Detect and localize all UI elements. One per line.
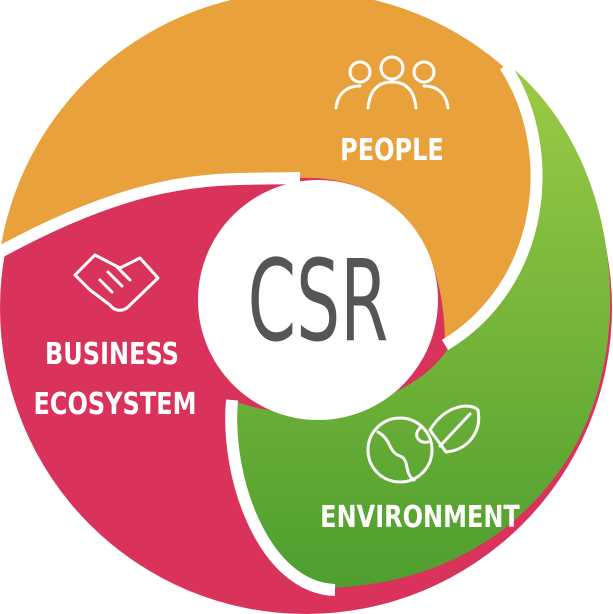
- handshake-icon: [73, 253, 160, 312]
- label-business: BUSINESS: [45, 337, 179, 371]
- label-ecosystem: ECOSYSTEM: [34, 387, 197, 421]
- center-circle: [198, 180, 438, 420]
- people-icon: [334, 55, 450, 110]
- globe-leaf-icon: [366, 404, 481, 484]
- segment-environment: [231, 66, 611, 588]
- separator-lines: [0, 62, 543, 596]
- label-environment: ENVIRONMENT: [320, 500, 520, 534]
- center-title: CSR: [248, 237, 389, 367]
- label-people: PEOPLE: [340, 133, 444, 167]
